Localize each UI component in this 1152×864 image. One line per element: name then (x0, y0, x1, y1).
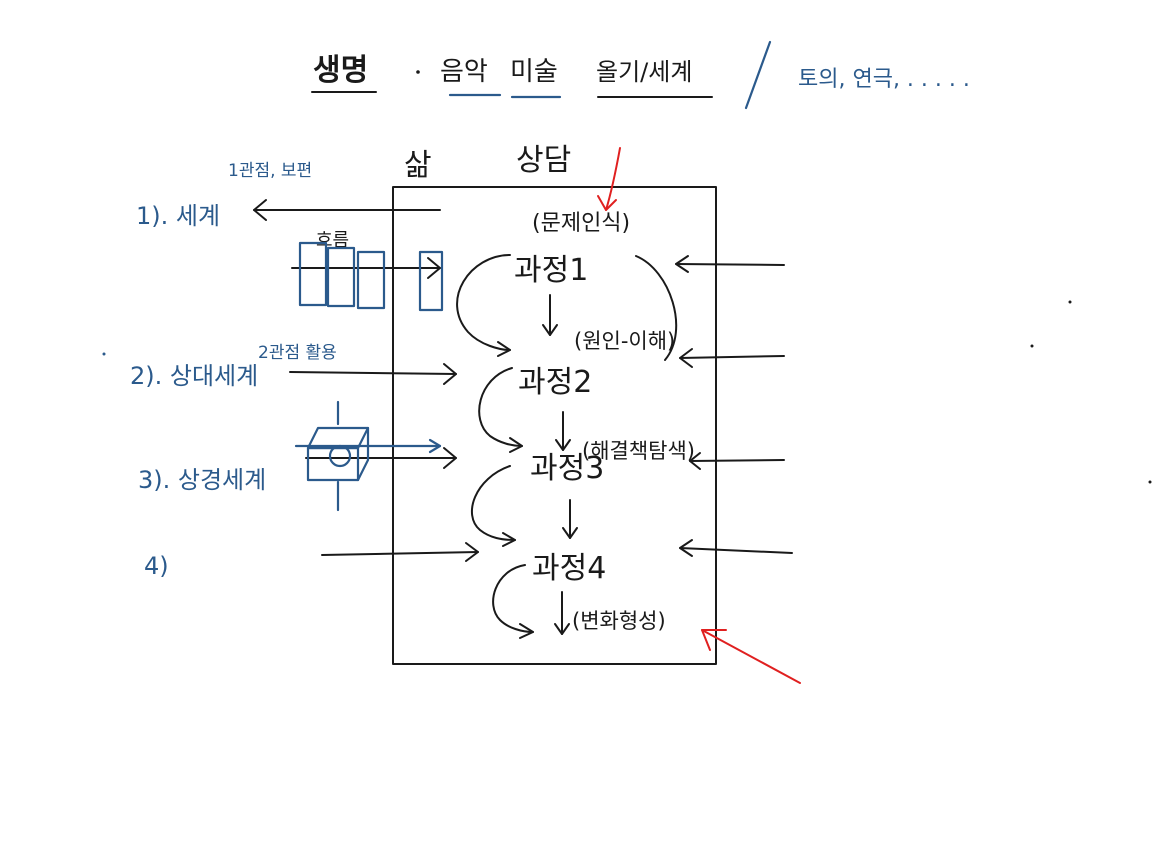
red-arrow-bottom (701, 629, 801, 684)
arrowhead-step1-down (542, 324, 558, 336)
loop-arrow-4 (492, 564, 534, 633)
left-item-2: 2). 상대세계 (130, 362, 258, 390)
loop-arrowhead-1 (497, 341, 511, 357)
stray-dot-3 (1148, 480, 1152, 484)
right-arrow-4 (679, 547, 793, 554)
note-problem-recognition: (문제인식) (532, 211, 630, 236)
left-inbound-arrowhead-2 (443, 363, 457, 385)
step-1-label: 과정1 (514, 253, 588, 288)
red-arrow-top (605, 147, 621, 211)
step-3-label: 과정3 (530, 451, 604, 486)
left-labels: 1관점, 보편 1). 세계 흐름 2관점 활용 2). 상대세계 3). 상경… (130, 161, 444, 580)
arrowhead-step2-down (555, 439, 571, 451)
loop-arrowhead-4 (519, 623, 534, 639)
red-annotations (597, 147, 801, 684)
loop-arrowhead-2 (509, 437, 523, 453)
arrowhead-step4-down (554, 623, 570, 635)
left-inbound-arrow-2 (289, 371, 457, 375)
right-arrowhead-3 (689, 452, 701, 470)
right-arrowhead-4 (679, 539, 693, 557)
left-item-1-note: 1관점, 보편 (228, 161, 312, 181)
header-row: 생명 음악 미술 올기/세계 토의, 연극, . . . . . (311, 40, 970, 110)
loop-arrow-3 (470, 465, 516, 541)
right-arrow-1 (675, 263, 785, 266)
right-arrow-2 (679, 355, 785, 359)
flow-rect-1 (298, 241, 328, 307)
note-change-formation: (변화형성) (572, 609, 666, 633)
loop-arrow-1 (456, 254, 511, 351)
note-solution-search: (해결책탐색) (582, 439, 695, 463)
flow-rect-2 (326, 246, 356, 308)
stray-dot-4 (102, 352, 106, 356)
loop-arrowhead-3 (502, 532, 516, 547)
flow-rect-4 (418, 250, 444, 312)
left-item-2-note: 2관점 활용 (258, 343, 337, 363)
red-arrowhead-bottom (701, 629, 727, 651)
stray-dot-2 (1030, 344, 1034, 348)
header-dot-1 (416, 70, 420, 74)
right-arrowhead-1 (675, 255, 689, 273)
left-outbound-arrowhead (253, 199, 267, 221)
left-item-1: 1). 세계 (136, 202, 220, 230)
process-box (392, 186, 717, 665)
left-inbound-arrowhead-3 (443, 447, 457, 469)
arrowhead-step3-down (562, 527, 578, 539)
step-2-label: 과정2 (518, 365, 592, 400)
red-arrowhead-top (597, 195, 617, 211)
header-item-life: 생명 (313, 53, 368, 88)
stray-dot-1 (1068, 300, 1072, 304)
header-divider-slash (744, 40, 772, 110)
right-arrow-3 (689, 459, 785, 462)
left-inbound-arrow-4 (321, 551, 479, 556)
header-item-world: 올기/세계 (596, 58, 692, 86)
step-4-label: 과정4 (532, 551, 606, 586)
left-inbound-arrowhead-4 (465, 542, 479, 562)
left-item-1-flow: 흐름 (316, 230, 349, 251)
flow-rect-3 (356, 250, 386, 310)
note-cause-understanding: (원인-이해) (574, 329, 675, 353)
left-arrows (253, 199, 479, 562)
loop-arrow-2 (478, 367, 523, 447)
header-right-text: 토의, 연극, . . . . . (798, 67, 970, 92)
process-flow: (문제인식) 과정1 (원인-이해) 과정2 (해결책탐색) 과정3 과정4 (… (456, 211, 695, 639)
right-inbound-arrows (675, 255, 793, 557)
right-arrowhead-2 (679, 348, 693, 368)
loop-arrow-right (635, 255, 678, 361)
header-item-music: 음악 (440, 57, 488, 87)
column-label-counseling: 상담 (516, 143, 571, 178)
header-item-art: 미술 (510, 57, 558, 87)
left-item-4: 4) (144, 552, 169, 580)
column-label-life: 삶 (404, 148, 432, 183)
left-inbound-arrowhead-1 (427, 257, 441, 279)
left-item-3: 3). 상경세계 (138, 466, 266, 494)
box-sketch-icon (294, 400, 442, 512)
